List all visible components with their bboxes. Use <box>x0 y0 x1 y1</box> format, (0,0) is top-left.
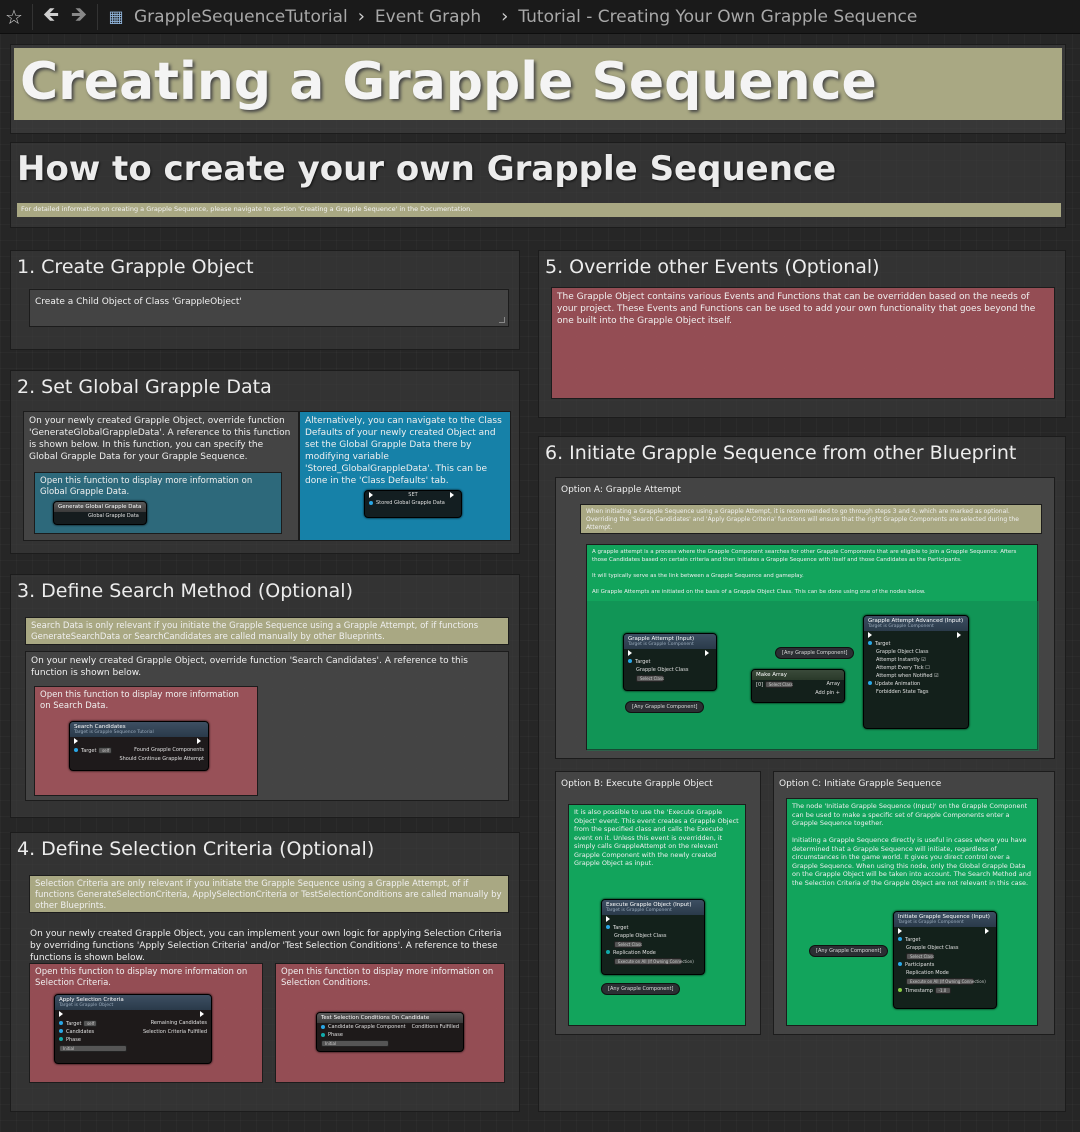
selection-criteria-hint: Open this function to display more infor… <box>29 963 263 1083</box>
section-3-comment[interactable]: 3. Define Search Method (Optional) Searc… <box>10 574 520 818</box>
breadcrumb-tab[interactable]: Tutorial - Creating Your Own Grapple Seq… <box>518 6 918 27</box>
any-grapple-component-pill[interactable]: [Any Grapple Component] <box>625 701 705 713</box>
option-c-panel: The node 'Initiate Grapple Sequence (Inp… <box>786 798 1038 1026</box>
option-a-title: Option A: Grapple Attempt <box>561 485 681 495</box>
section-4-text: On your newly created Grapple Object, yo… <box>30 929 502 963</box>
test-selection-conditions-node[interactable]: Test Selection Conditions On Candidate C… <box>316 1012 464 1052</box>
selection-conditions-hint: Open this function to display more infor… <box>275 963 505 1083</box>
chevron-right-icon: › <box>357 6 365 27</box>
section-1-comment[interactable]: 1. Create Grapple Object Create a Child … <box>10 250 520 350</box>
section-3-function-note: On your newly created Grapple Object, ov… <box>25 651 509 801</box>
search-data-hint: Open this function to display more infor… <box>34 686 258 796</box>
main-title-comment[interactable]: Creating a Grapple Sequence <box>10 44 1066 134</box>
divider <box>32 3 33 30</box>
global-data-hint: Open this function to display more infor… <box>34 472 282 534</box>
option-a-note: When initiating a Grapple Sequence using… <box>580 504 1042 534</box>
option-b-title: Option B: Execute Grapple Object <box>561 779 713 789</box>
any-grapple-component-pill[interactable]: [Any Grapple Component] <box>775 647 855 659</box>
set-stored-global-data-node[interactable]: SET Stored Global Grapple Data <box>364 490 462 518</box>
section-4-note: Selection Criteria are only relevant if … <box>29 875 509 913</box>
divider <box>97 3 98 30</box>
initiate-grapple-sequence-node[interactable]: Initiate Grapple Sequence (Input)Target … <box>893 911 997 1009</box>
section-6-title: 6. Initiate Grapple Sequence from other … <box>545 442 1017 464</box>
main-title-banner: Creating a Grapple Sequence <box>14 48 1062 120</box>
section-2-title: 2. Set Global Grapple Data <box>17 376 272 398</box>
chevron-right-icon: › <box>501 6 509 27</box>
grapple-attempt-advanced-node[interactable]: Grapple Attempt Advanced (Input)Target i… <box>863 615 969 729</box>
subtitle: How to create your own Grapple Sequence <box>17 149 837 189</box>
breadcrumb-project[interactable]: GrappleSequenceTutorial <box>134 6 348 27</box>
section-3-title: 3. Define Search Method (Optional) <box>17 580 353 602</box>
option-a-comment[interactable]: Option A: Grapple Attempt When initiatin… <box>555 477 1055 759</box>
section-5-note: The Grapple Object contains various Even… <box>551 287 1055 399</box>
option-c-comment[interactable]: Option C: Initiate Grapple Sequence The … <box>773 771 1055 1035</box>
option-a-panel: A grapple attempt is a process where the… <box>586 544 1039 751</box>
section-4-title: 4. Define Selection Criteria (Optional) <box>17 838 375 860</box>
section-1-title: 1. Create Grapple Object <box>17 256 254 278</box>
section-4-comment[interactable]: 4. Define Selection Criteria (Optional) … <box>10 832 520 1112</box>
star-icon[interactable]: ☆ <box>5 4 23 29</box>
section-5-title: 5. Override other Events (Optional) <box>545 256 880 278</box>
forward-arrow-icon[interactable]: 🡺 <box>70 1 88 26</box>
section-6-comment[interactable]: 6. Initiate Grapple Sequence from other … <box>538 436 1066 1112</box>
event-graph-icon: ▦ <box>108 7 124 26</box>
section-5-comment[interactable]: 5. Override other Events (Optional) The … <box>538 250 1066 418</box>
section-1-note: Create a Child Object of Class 'GrappleO… <box>29 289 509 327</box>
section-3-note: Search Data is only relevant if you init… <box>25 617 509 645</box>
section-2-function-note: On your newly created Grapple Object, ov… <box>23 411 299 541</box>
section-2-comment[interactable]: 2. Set Global Grapple Data On your newly… <box>10 370 520 554</box>
breadcrumb-graph[interactable]: Event Graph <box>374 6 482 27</box>
option-c-title: Option C: Initiate Grapple Sequence <box>779 779 942 789</box>
option-b-comment[interactable]: Option B: Execute Grapple Object It is a… <box>555 771 761 1035</box>
documentation-note: For detailed information on creating a G… <box>17 203 1061 217</box>
any-grapple-component-pill[interactable]: [Any Grapple Component] <box>809 945 889 957</box>
main-title: Creating a Grapple Sequence <box>20 52 877 112</box>
option-b-panel: It is also possible to use the 'Execute … <box>568 804 746 1026</box>
any-grapple-component-pill[interactable]: [Any Grapple Component] <box>601 983 681 995</box>
back-arrow-icon[interactable]: 🡸 <box>42 1 60 26</box>
grapple-attempt-node[interactable]: Grapple Attempt (Input)Target is Grapple… <box>623 633 717 691</box>
subtitle-comment[interactable]: How to create your own Grapple Sequence … <box>10 142 1066 228</box>
generate-global-grapple-data-node[interactable]: Generate Global Grapple Data Global Grap… <box>53 501 147 525</box>
breadcrumb-toolbar: ☆ 🡸 🡺 ▦ GrappleSequenceTutorial › Event … <box>0 0 1080 34</box>
section-2-alt-note: Alternatively, you can navigate to the C… <box>299 411 511 541</box>
execute-grapple-object-node[interactable]: Execute Grapple Object (Input)Target is … <box>601 899 705 975</box>
resize-grip-icon[interactable] <box>499 317 505 323</box>
